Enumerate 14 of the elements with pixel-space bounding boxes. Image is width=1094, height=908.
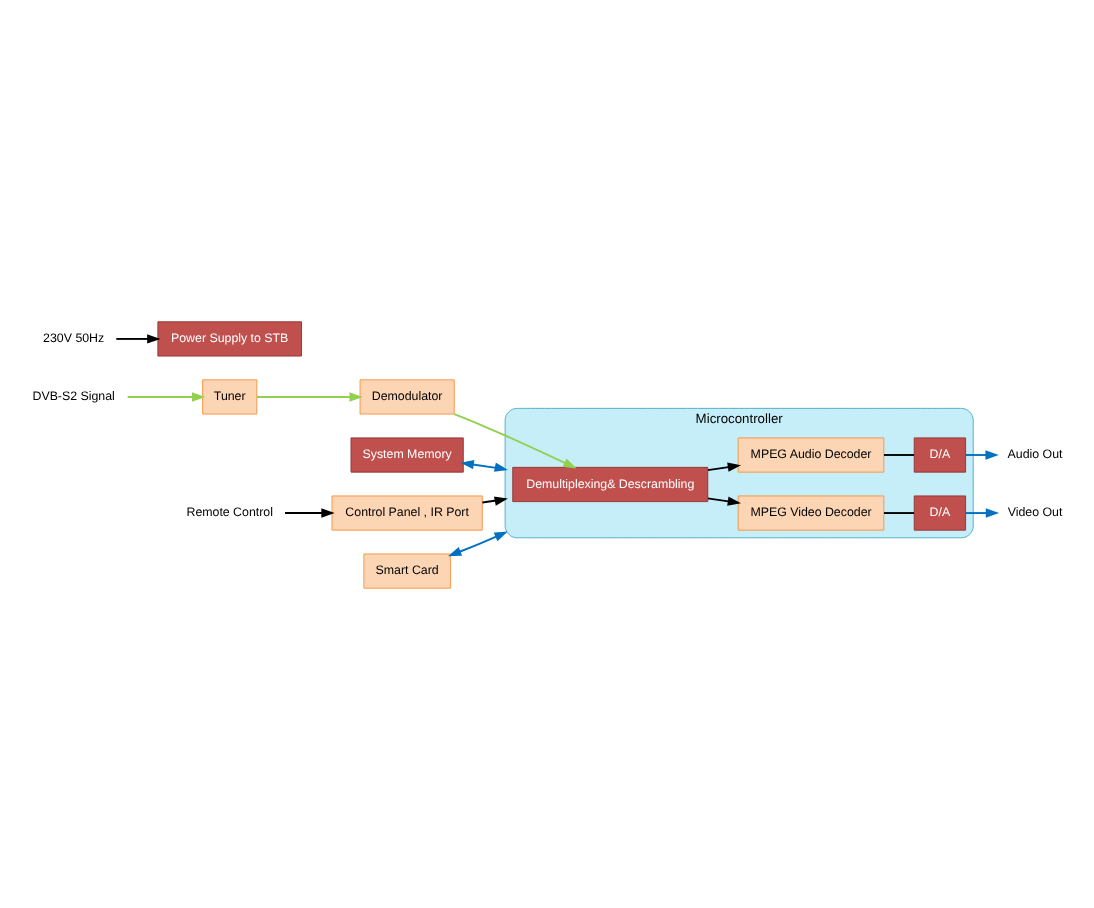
- arrow: [460, 459, 508, 471]
- arrow: [481, 495, 508, 505]
- connector: [883, 511, 915, 513]
- connector: [883, 453, 915, 455]
- arrow: [256, 391, 363, 401]
- arrow: [453, 412, 577, 468]
- arrow: [448, 530, 508, 556]
- arrow: [964, 449, 999, 459]
- arrow: [126, 391, 206, 401]
- arrow: [115, 333, 161, 343]
- arrow: [707, 495, 742, 505]
- arrow: [964, 507, 1000, 517]
- arrow: [284, 507, 335, 517]
- arrow: [707, 461, 742, 471]
